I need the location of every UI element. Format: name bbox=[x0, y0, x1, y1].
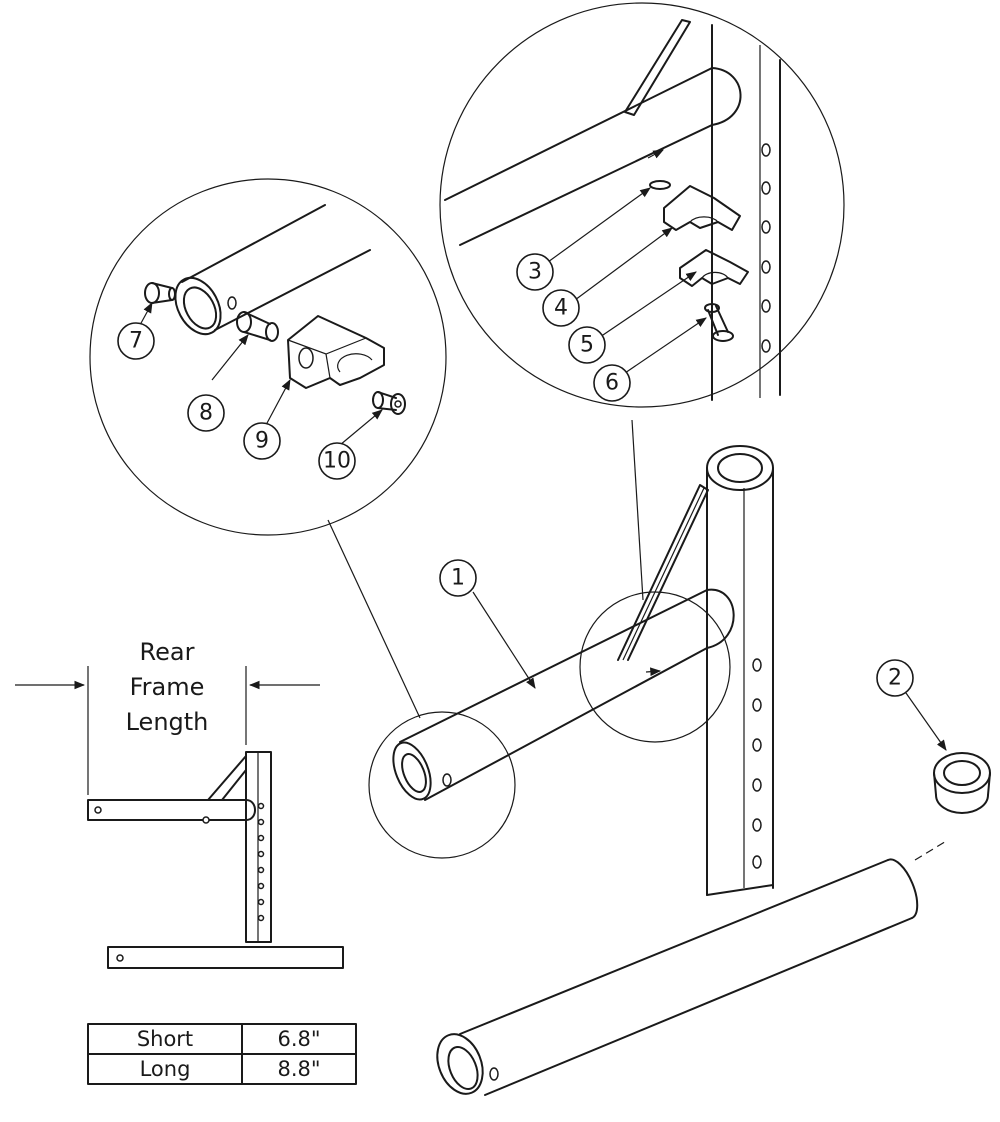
svg-text:2: 2 bbox=[888, 666, 902, 691]
length-table: Short 6.8" Long 8.8" bbox=[87, 1023, 357, 1085]
dimension-label-line-1: Rear bbox=[140, 638, 195, 666]
callout-3: 3 bbox=[516, 253, 554, 291]
vertical-post bbox=[706, 445, 774, 896]
table-row-short-value: 6.8" bbox=[277, 1027, 320, 1051]
svg-text:6: 6 bbox=[605, 371, 619, 396]
detail-leader-lines bbox=[327, 419, 644, 719]
rear-frame-tube bbox=[392, 588, 735, 801]
svg-text:8: 8 bbox=[199, 401, 213, 426]
rear-frame-length-diagram: Rear Frame Length bbox=[15, 638, 344, 969]
part-9-clamp bbox=[287, 315, 385, 389]
callout-4: 4 bbox=[542, 289, 580, 327]
callout-1: 1 bbox=[439, 559, 477, 597]
svg-text:5: 5 bbox=[580, 333, 594, 358]
table-row-short-name: Short bbox=[137, 1027, 193, 1051]
part-6-screw bbox=[704, 303, 734, 342]
part-5-lower-clamp bbox=[679, 249, 749, 287]
detail-marker-circle-junction bbox=[579, 591, 731, 743]
table-row-long-value: 8.8" bbox=[277, 1057, 320, 1081]
callout-8: 8 bbox=[187, 394, 225, 432]
svg-text:4: 4 bbox=[554, 296, 568, 321]
callout-7: 7 bbox=[117, 322, 155, 360]
bottom-tube bbox=[436, 858, 919, 1096]
diagonal-brace bbox=[617, 484, 709, 661]
part-4-upper-clamp bbox=[663, 185, 741, 231]
detail-view-front bbox=[89, 178, 447, 536]
callout-6: 6 bbox=[593, 364, 631, 402]
main-frame-assembly bbox=[368, 445, 991, 1096]
callout-10: 10 bbox=[318, 442, 356, 480]
svg-text:7: 7 bbox=[129, 329, 143, 354]
part-7-bolt bbox=[144, 282, 176, 304]
callout-2: 2 bbox=[876, 659, 914, 697]
svg-text:1: 1 bbox=[451, 566, 465, 591]
dimension-label-line-2: Frame bbox=[130, 673, 205, 701]
end-cap bbox=[914, 752, 991, 861]
callout-5: 5 bbox=[568, 326, 606, 364]
detail-view-junction bbox=[439, 2, 845, 408]
svg-text:10: 10 bbox=[323, 449, 351, 474]
svg-text:9: 9 bbox=[255, 429, 269, 454]
part-3-washer bbox=[649, 180, 671, 190]
svg-text:3: 3 bbox=[528, 260, 542, 285]
part-10-screw bbox=[372, 391, 406, 415]
dimension-label-line-3: Length bbox=[126, 708, 209, 736]
part-8-spacer bbox=[236, 311, 279, 342]
detail-marker-circle-front bbox=[368, 711, 516, 859]
callout-9: 9 bbox=[243, 422, 281, 460]
table-row-long-name: Long bbox=[140, 1057, 191, 1081]
